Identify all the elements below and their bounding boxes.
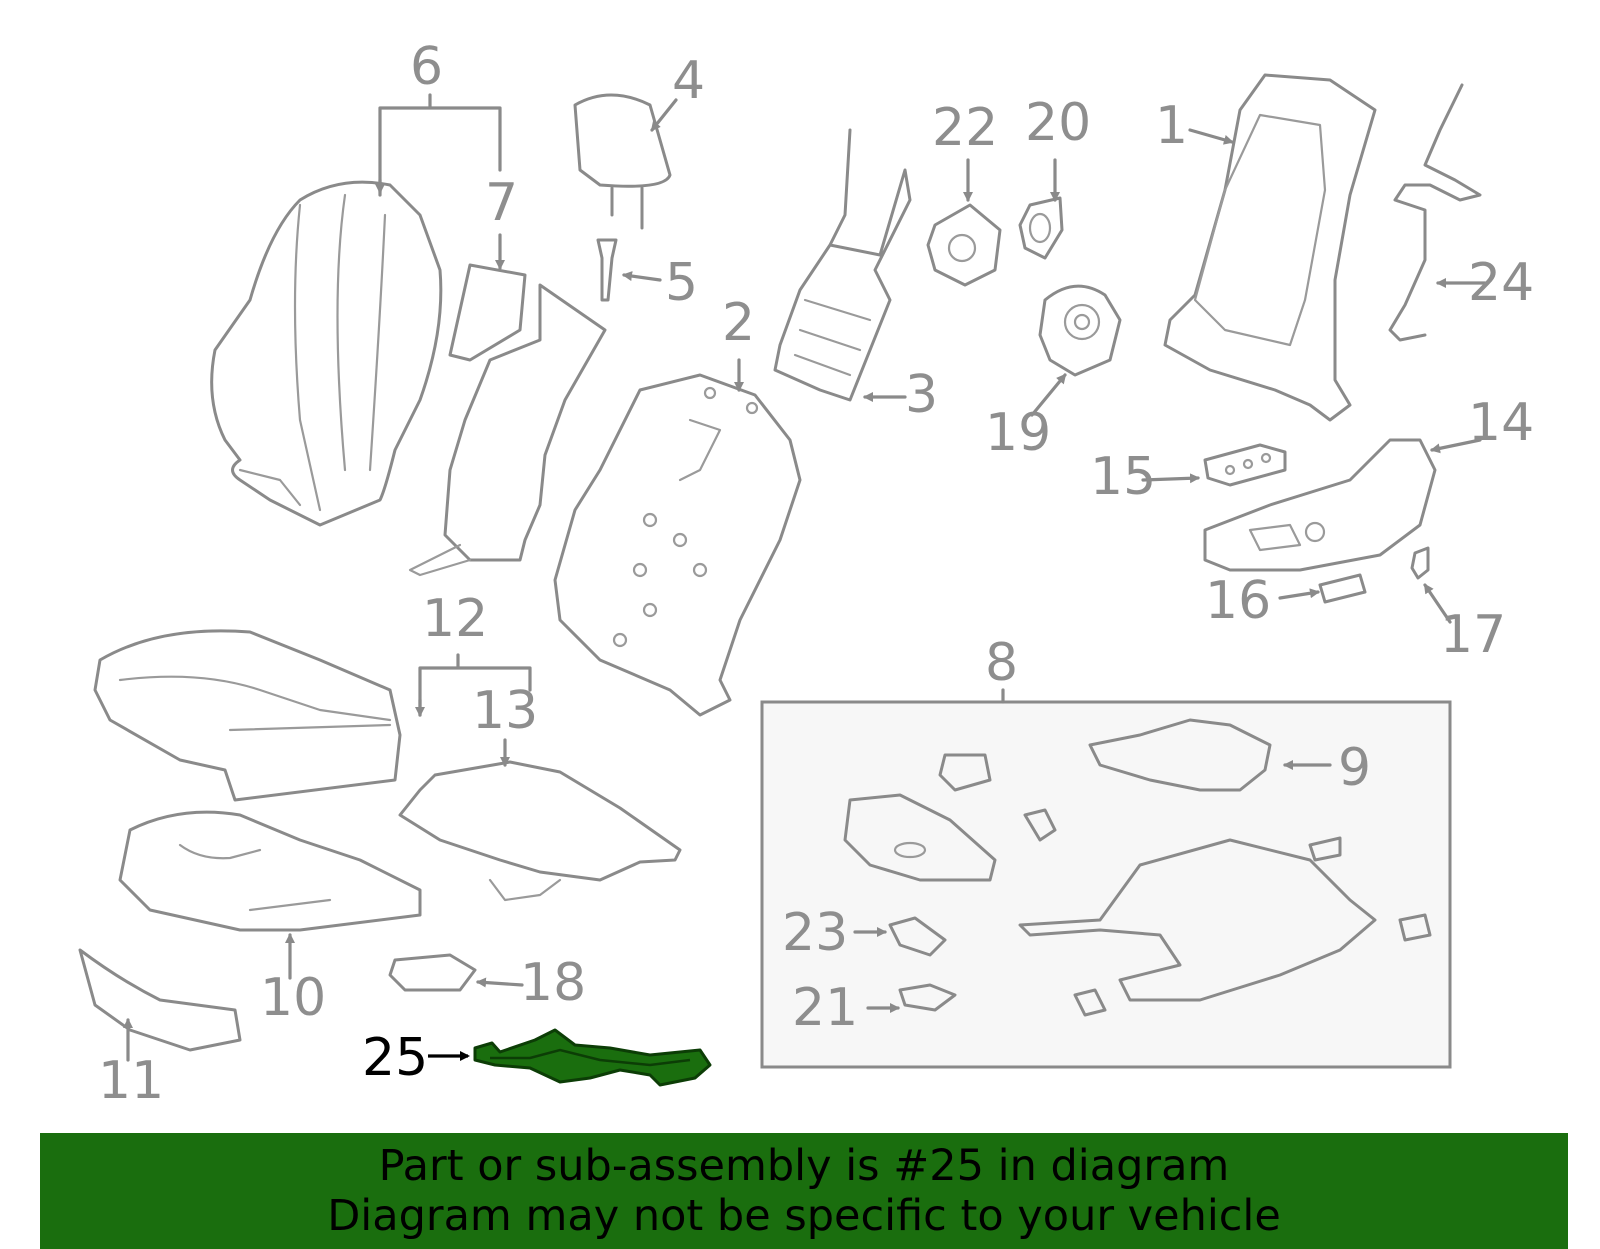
callout-20: 20 [1025,93,1091,153]
callout-3: 3 [905,365,938,425]
part-5-headrest-guide [596,238,618,302]
part-3-lumbar-support [773,128,912,402]
part-18-module [388,953,477,992]
callout-5: 5 [665,253,698,313]
part-10-cushion-pad [118,810,422,932]
part-4-headrest [573,93,672,230]
part-7-back-board [408,263,607,577]
part-19-motor [1038,284,1122,377]
part-22-motor-bracket [926,203,1002,287]
info-banner: Part or sub-assembly is #25 in diagram D… [40,1133,1568,1249]
banner-line-2: Diagram may not be specific to your vehi… [327,1191,1281,1241]
callout-8: 8 [985,633,1018,693]
callout-22: 22 [932,98,998,158]
callout-17: 17 [1440,605,1506,665]
callout-15: 15 [1090,447,1156,507]
part-13-seat-pan [398,760,682,902]
callout-2: 2 [722,293,755,353]
part-20-cover [1018,196,1064,260]
callout-21: 21 [792,978,858,1038]
callout-16: 16 [1205,571,1271,631]
callout-7: 7 [485,173,518,233]
part-15-switch [1203,443,1287,487]
part-1-seatback-frame [1163,73,1377,422]
part-9-bracket [1088,718,1272,792]
callout-11: 11 [98,1051,164,1111]
banner-line-1: Part or sub-assembly is #25 in diagram [378,1141,1230,1191]
callout-6: 6 [410,37,443,97]
callouts: 6 7 4 5 2 3 22 20 19 1 24 14 15 16 17 8 … [98,37,1534,1111]
callout-23: 23 [782,903,848,963]
part-24-wire [1388,83,1482,342]
callout-14: 14 [1468,393,1534,453]
callout-19: 19 [985,403,1051,463]
part-25-wire-harness [473,1028,712,1087]
parts-8-subassembly [843,753,1432,1017]
callout-18: 18 [520,953,586,1013]
callout-9: 9 [1338,738,1371,798]
callout-25: 25 [362,1028,428,1088]
callout-1: 1 [1155,96,1188,156]
part-2-seatback-pad [553,373,802,717]
part-6-seatback-cover [210,180,443,527]
leader-lines [123,93,1487,1062]
callout-12: 12 [422,589,488,649]
part-17-clip [1410,546,1430,580]
part-14-side-shield [1203,438,1437,572]
callout-13: 13 [472,681,538,741]
callout-10: 10 [260,968,326,1028]
part-12-cushion-cover [93,629,402,802]
part-16-knob [1318,573,1367,604]
callout-24: 24 [1468,253,1534,313]
part-11-front-trim [78,948,242,1052]
callout-4: 4 [672,51,705,111]
